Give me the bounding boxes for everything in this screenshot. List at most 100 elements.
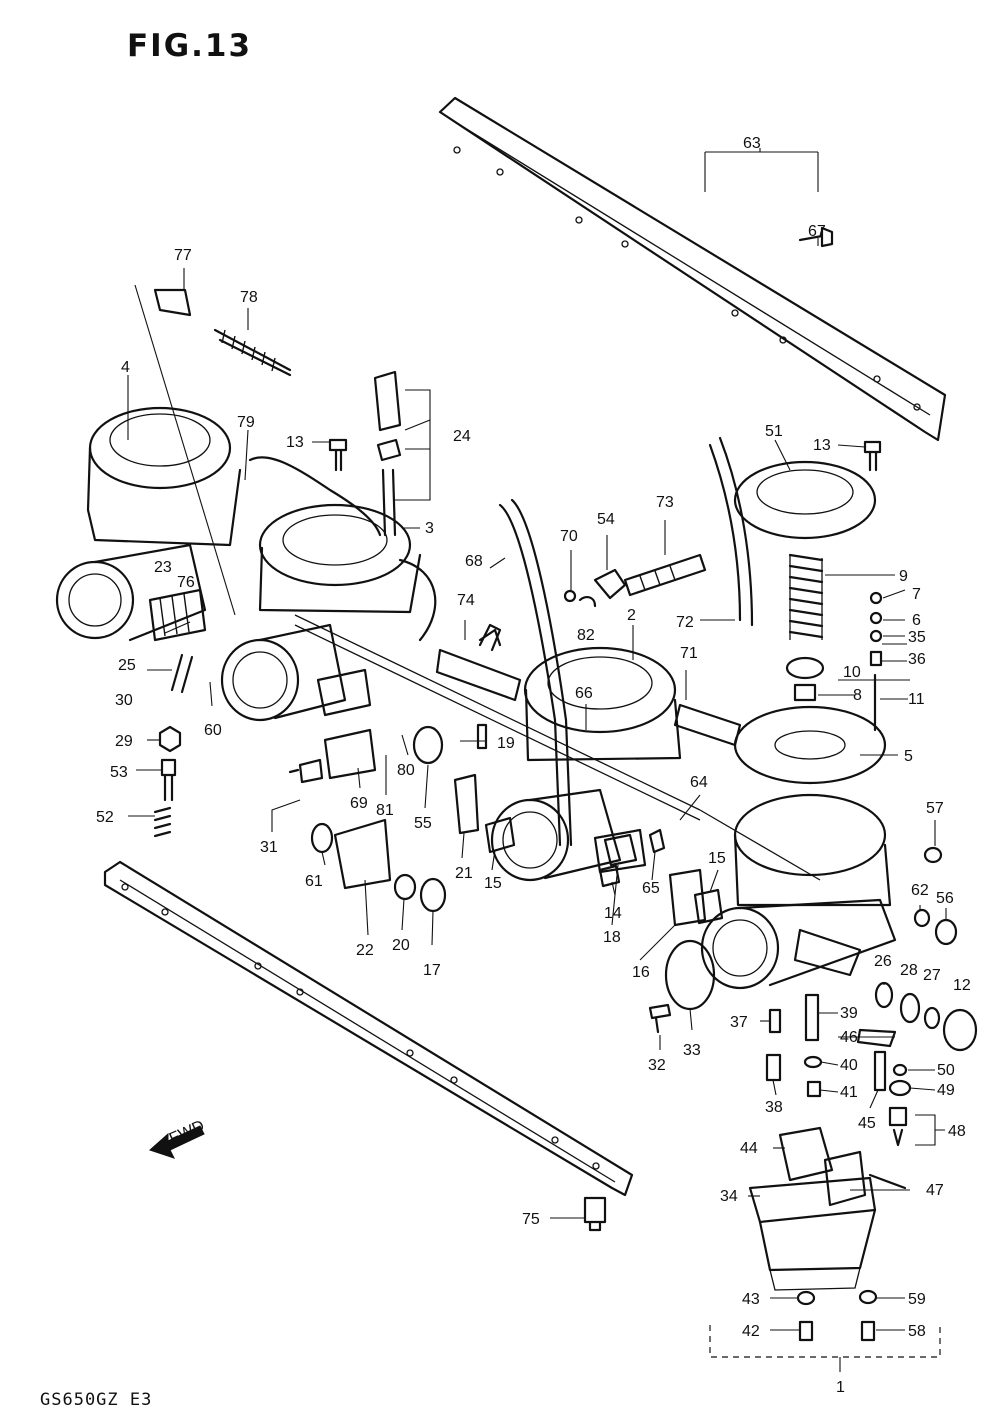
stay-16 (668, 868, 707, 927)
jet-41 (806, 1080, 822, 1098)
oring-43 (796, 1290, 816, 1306)
washer-26 (874, 981, 894, 1009)
fwd-label: FWD (167, 1117, 207, 1147)
pin-19 (476, 723, 488, 750)
cap-56 (934, 918, 958, 946)
hose-79 (248, 456, 382, 537)
screw-67 (798, 226, 834, 248)
callout-61: 61 (305, 873, 323, 890)
screw-14 (598, 864, 621, 888)
screw-58 (860, 1320, 876, 1342)
washer-50 (892, 1063, 908, 1077)
callout-79: 79 (237, 414, 255, 431)
callout-15-left: 15 (484, 875, 502, 892)
callout-55: 55 (414, 815, 432, 832)
callout-44: 44 (740, 1140, 758, 1157)
callout-59: 59 (908, 1291, 926, 1308)
nut-29 (158, 725, 182, 753)
pin-47 (868, 1173, 907, 1190)
jet-38 (765, 1053, 782, 1082)
callout-20: 20 (392, 937, 410, 954)
washer-40 (803, 1055, 823, 1069)
callout-18: 18 (603, 929, 621, 946)
nut-17 (419, 877, 447, 913)
pin-30 (170, 653, 194, 694)
assembly-1-bracket (709, 1325, 941, 1372)
callout-54: 54 (597, 511, 615, 528)
bolt-53 (160, 758, 177, 802)
callout-21: 21 (455, 865, 473, 882)
needle-clips (869, 591, 883, 667)
collar-15-left (484, 816, 516, 854)
leader-lines (127, 148, 947, 1331)
callout-70: 70 (560, 528, 578, 545)
callout-57: 57 (926, 800, 944, 817)
oring-27 (923, 1006, 941, 1030)
diaphragm-5 (733, 705, 887, 785)
figure-title: FIG.13 (127, 28, 253, 64)
clip-46 (856, 1028, 897, 1048)
callout-56: 56 (936, 890, 954, 907)
callout-23: 23 (154, 559, 172, 576)
plug-48 (888, 1106, 908, 1147)
callout-33: 33 (683, 1042, 701, 1059)
callout-74: 74 (457, 592, 475, 609)
callout-28: 28 (900, 962, 918, 979)
float-chamber-34 (748, 1176, 877, 1291)
callout-63: 63 (743, 135, 761, 152)
fuel-tubes (435, 436, 754, 847)
callout-77: 77 (174, 247, 192, 264)
callout-15-right: 15 (708, 850, 726, 867)
callout-81: 81 (376, 802, 394, 819)
washer-59 (858, 1289, 878, 1305)
callout-67: 67 (808, 223, 826, 240)
nipple-18 (603, 833, 638, 867)
callout-13-left: 13 (286, 434, 304, 451)
cap-54 (593, 568, 627, 600)
callout-3: 3 (425, 520, 434, 537)
carburetor-3 (220, 503, 437, 722)
oring-49 (888, 1079, 912, 1097)
joint-21 (453, 773, 480, 835)
callout-68: 68 (465, 553, 483, 570)
callout-78: 78 (240, 289, 258, 306)
callout-52: 52 (96, 809, 114, 826)
callout-62: 62 (911, 882, 929, 899)
callout-60: 60 (204, 722, 222, 739)
piston-10 (785, 656, 825, 680)
carburetor-1-main (700, 793, 897, 990)
callout-41: 41 (840, 1084, 858, 1101)
callout-46: 46 (840, 1029, 858, 1046)
linkage-rods (294, 614, 821, 881)
callout-1: 1 (836, 1379, 845, 1396)
callout-25: 25 (118, 657, 136, 674)
callout-73: 73 (656, 494, 674, 511)
callout-40: 40 (840, 1057, 858, 1074)
screw-73 (623, 553, 707, 597)
callout-65: 65 (642, 880, 660, 897)
carburetor-4 (55, 406, 242, 642)
callout-5: 5 (904, 748, 913, 765)
callout-48: 48 (948, 1123, 966, 1140)
callout-53: 53 (110, 764, 128, 781)
callout-19: 19 (497, 735, 515, 752)
callout-72: 72 (676, 614, 694, 631)
float-44 (778, 1126, 867, 1207)
callout-29: 29 (115, 733, 133, 750)
callout-80: 80 (397, 762, 415, 779)
callout-7: 7 (912, 586, 921, 603)
callout-9: 9 (899, 568, 908, 585)
callout-64: 64 (690, 774, 708, 791)
washer-61 (310, 822, 334, 854)
bolt-75 (583, 1196, 607, 1232)
callout-47: 47 (926, 1182, 944, 1199)
callout-12: 12 (953, 977, 971, 994)
callout-35: 35 (908, 629, 926, 646)
oring-62 (913, 908, 931, 928)
callout-36: 36 (908, 651, 926, 668)
screw-31 (288, 758, 324, 784)
washer-20 (393, 873, 417, 901)
lever-22 (333, 818, 392, 890)
ring-57 (923, 846, 943, 864)
